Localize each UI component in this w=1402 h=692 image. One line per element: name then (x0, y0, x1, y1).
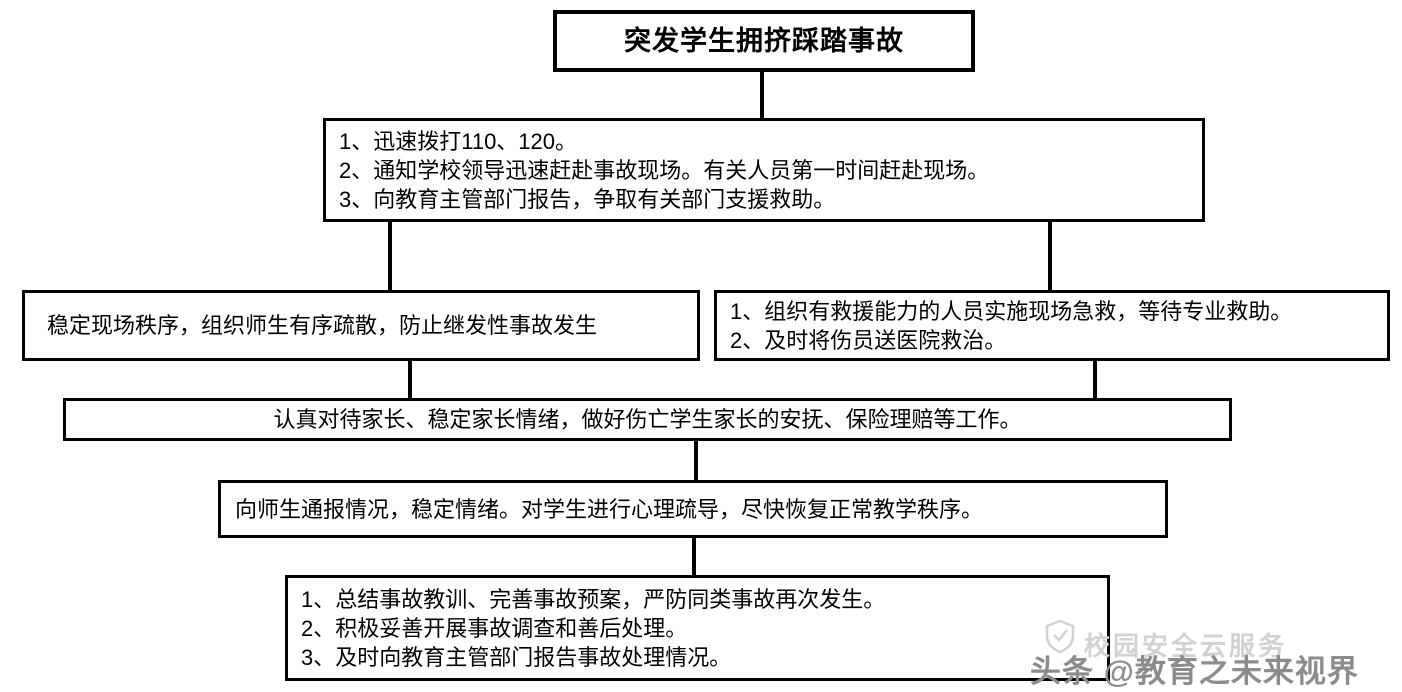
connector-immediate-to-scene-order (388, 222, 392, 290)
summary-line: 3、及时向教育主管部门报告事故处理情况。 (301, 644, 732, 670)
connector-first-aid-to-family (1093, 361, 1097, 398)
immediate-action-line: 2、通知学校领导迅速赶赴事故现场。有关人员第一时间赶赴现场。 (339, 157, 990, 183)
watermark-credit-text: 头条 @教育之未来视界 (1030, 654, 1359, 689)
connector-title-to-immediate (760, 72, 764, 118)
flow-node-scene-order: 稳定现场秩序，组织师生有序疏散，防止继发性事故发生 (22, 290, 700, 361)
flow-node-summary: 1、总结事故教训、完善事故预案，严防同类事故再次发生。 2、积极妥善开展事故调查… (285, 575, 1110, 681)
family-work-text: 认真对待家长、稳定家长情绪，做好伤亡学生家长的安抚、保险理赔等工作。 (273, 407, 1022, 432)
watermark-faded-text: 校园安全云服务 (1084, 631, 1288, 661)
flow-node-first-aid: 1、组织有救援能力的人员实施现场急救，等待专业救助。 2、及时将伤员送医院救治。 (714, 290, 1390, 361)
immediate-action-line: 3、向教育主管部门报告，争取有关部门支援救助。 (339, 186, 836, 212)
connector-scene-order-to-family (408, 361, 412, 398)
notify-restore-text: 向师生通报情况，稳定情绪。对学生进行心理疏导，尽快恢复正常教学秩序。 (235, 496, 984, 522)
scene-order-text: 稳定现场秩序，组织师生有序疏散，防止继发性事故发生 (47, 313, 598, 338)
first-aid-line: 2、及时将伤员送医院救治。 (730, 327, 1007, 353)
flow-node-immediate-actions: 1、迅速拨打110、120。 2、通知学校领导迅速赶赴事故现场。有关人员第一时间… (323, 118, 1205, 222)
flow-node-title: 突发学生拥挤踩踏事故 (553, 10, 975, 72)
summary-line: 2、积极妥善开展事故调查和善后处理。 (301, 615, 688, 641)
connector-immediate-to-first-aid (1048, 222, 1052, 290)
flow-node-title-text: 突发学生拥挤踩踏事故 (624, 25, 904, 56)
connector-notify-to-summary (692, 538, 696, 575)
first-aid-line: 1、组织有救援能力的人员实施现场急救，等待专业救助。 (730, 298, 1293, 324)
flow-node-family-work: 认真对待家长、稳定家长情绪，做好伤亡学生家长的安抚、保险理赔等工作。 (63, 398, 1232, 441)
immediate-action-line: 1、迅速拨打110、120。 (339, 128, 578, 154)
shield-logo-icon (1042, 618, 1078, 654)
flow-node-notify-restore: 向师生通报情况，稳定情绪。对学生进行心理疏导，尽快恢复正常教学秩序。 (218, 480, 1168, 538)
summary-line: 1、总结事故教训、完善事故预案，严防同类事故再次发生。 (301, 586, 886, 612)
connector-family-to-notify (694, 441, 698, 480)
